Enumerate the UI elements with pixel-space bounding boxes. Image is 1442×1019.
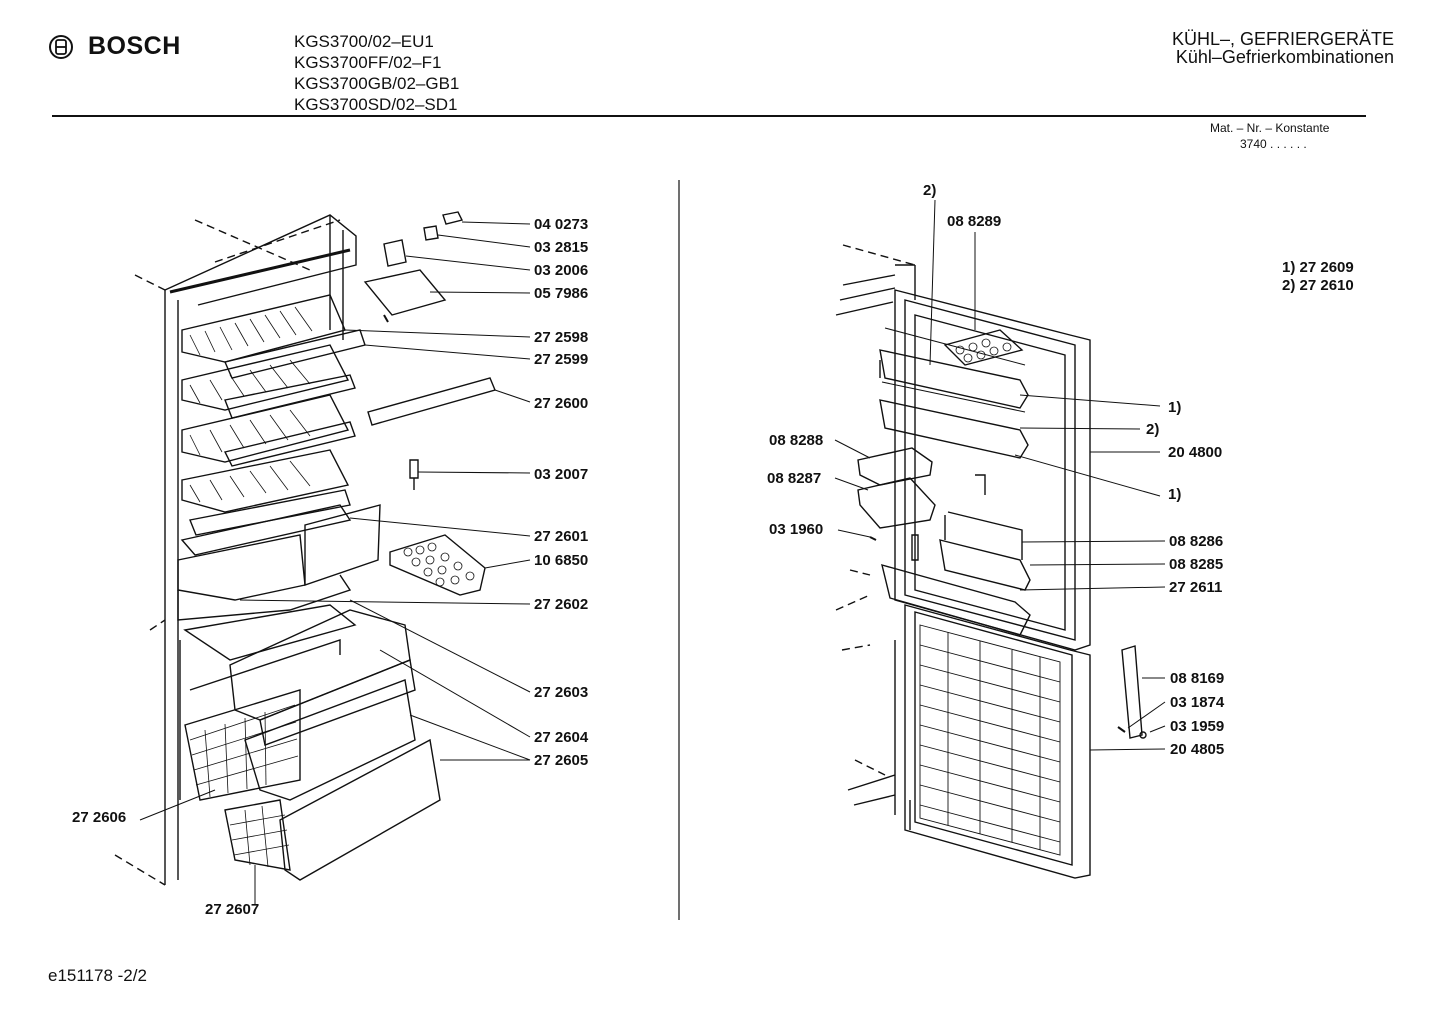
part-number-label: 27 2598 <box>534 329 588 346</box>
document-id: e151178 -2/2 <box>48 966 147 985</box>
fridge-door-drawing <box>835 244 1147 879</box>
model-number: KGS3700GB/02–GB1 <box>294 74 460 93</box>
leader-lines-right <box>834 199 1166 751</box>
part-number-label: 27 2607 <box>205 901 259 918</box>
bottle-rack <box>939 539 1031 591</box>
header-rule <box>52 115 1366 117</box>
part-number-label: 27 2605 <box>534 752 588 769</box>
crisper-drawer <box>304 504 381 586</box>
freezer-drawer <box>244 679 416 801</box>
lamp-bulb <box>423 225 439 241</box>
footnote-2: 2) 27 2610 <box>1282 277 1354 294</box>
part-number-label: 05 7986 <box>534 285 588 302</box>
part-number-label: 27 2599 <box>534 351 588 368</box>
bulb-socket <box>442 211 464 225</box>
egg-tray <box>943 329 1024 366</box>
part-number-label: 27 2600 <box>534 395 588 412</box>
part-number-label: 03 1874 <box>1170 694 1225 711</box>
freezer-basket <box>184 689 301 801</box>
door-shelf <box>879 399 1029 459</box>
mat-value: 3740 . . . . . . <box>1240 137 1307 151</box>
crisper-cover <box>183 604 357 661</box>
part-number-label: 08 8288 <box>769 432 823 449</box>
left-part-labels: 04 0273 03 2815 03 2006 05 7986 27 2598 27 25… <box>72 216 589 918</box>
leader-lines-left <box>139 221 531 905</box>
model-list: KGS3700/02–EU1 KGS3700FF/02–F1 KGS3700GB… <box>294 31 459 115</box>
part-number-label: 2) <box>923 182 936 199</box>
footnote-1: 1) 27 2609 <box>1282 259 1354 276</box>
freezer-drawer <box>279 738 441 881</box>
part-number-label: 04 0273 <box>534 216 588 233</box>
cheese-compartment <box>857 477 936 529</box>
bosch-logo-icon <box>49 34 73 59</box>
part-number-label: 27 2602 <box>534 596 588 613</box>
freezer-door-panel <box>919 624 1061 856</box>
door-shelf <box>879 349 1029 409</box>
part-number-label: 08 8287 <box>767 470 821 487</box>
part-number-label: 03 2007 <box>534 466 588 483</box>
part-number-label: 27 2603 <box>534 684 588 701</box>
part-number-label: 10 6850 <box>534 552 588 569</box>
freezer-door <box>904 604 1091 879</box>
ice-cube-tray <box>389 534 486 596</box>
part-number-label: 2) <box>1146 421 1159 438</box>
category-line-1: KÜHL–, GEFRIERGERÄTE <box>1171 29 1394 49</box>
shelf-ribs <box>189 306 313 503</box>
part-number-label: 20 4805 <box>1170 741 1224 758</box>
part-number-label: 03 1960 <box>769 521 823 538</box>
door-handle <box>1121 645 1143 739</box>
material-number-block: Mat. – Nr. – Konstante 3740 . . . . . . <box>1210 120 1329 152</box>
part-number-label: 27 2604 <box>534 729 589 746</box>
bottle-balcony <box>881 564 1031 636</box>
model-number: KGS3700FF/02–F1 <box>294 53 442 72</box>
part-number-label: 08 8285 <box>1169 556 1223 573</box>
thermostat-knob <box>409 459 419 479</box>
brand-block: BOSCH <box>48 32 181 61</box>
butter-dish <box>857 447 933 486</box>
right-part-labels: 2) 08 8289 1) 2) 20 4800 1) 08 8288 08 8287 03 1… <box>767 182 1225 758</box>
part-number-label: 1) <box>1168 486 1181 503</box>
part-number-label: 08 8286 <box>1169 533 1223 550</box>
part-number-label: 03 2815 <box>534 239 588 256</box>
fridge-cabinet-drawing <box>114 211 496 886</box>
part-number-label: 03 1959 <box>1170 718 1224 735</box>
category-line-2: Kühl–Gefrierkombinationen <box>1175 47 1394 67</box>
part-number-label: 03 2006 <box>534 262 588 279</box>
part-number-label: 1) <box>1168 399 1181 416</box>
switch-housing <box>383 239 407 267</box>
shelf-rail <box>367 377 496 426</box>
basket-grid <box>189 704 299 868</box>
category-title: KÜHL–, GEFRIERGERÄTE Kühl–Gefrierkombina… <box>1172 30 1394 66</box>
part-number-label: 27 2606 <box>72 809 126 826</box>
brand-name: BOSCH <box>88 32 181 60</box>
lamp-cover <box>363 269 447 316</box>
freezer-basket <box>224 799 291 871</box>
part-number-label: 27 2611 <box>1169 579 1222 596</box>
crisper-drawer <box>177 534 306 601</box>
part-number-label: 27 2601 <box>534 528 588 545</box>
model-number: KGS3700SD/02–SD1 <box>294 95 458 114</box>
part-number-label: 20 4800 <box>1168 444 1222 461</box>
part-number-label: 08 8169 <box>1170 670 1224 687</box>
mat-label: Mat. – Nr. – Konstante <box>1210 121 1330 135</box>
model-number: KGS3700/02–EU1 <box>294 32 434 51</box>
part-number-label: 08 8289 <box>947 213 1001 230</box>
footnote-legend: 1) 27 2609 2) 27 2610 <box>1282 259 1354 295</box>
